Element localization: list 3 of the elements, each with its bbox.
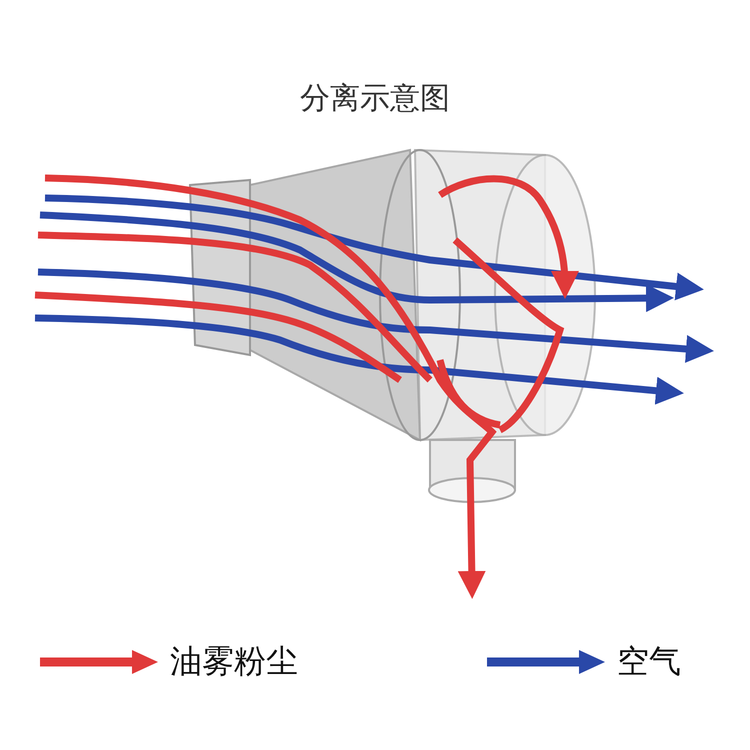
legend-label: 油雾粉尘 <box>170 641 298 682</box>
legend-label: 空气 <box>617 641 681 682</box>
title: 分离示意图 <box>299 80 451 118</box>
